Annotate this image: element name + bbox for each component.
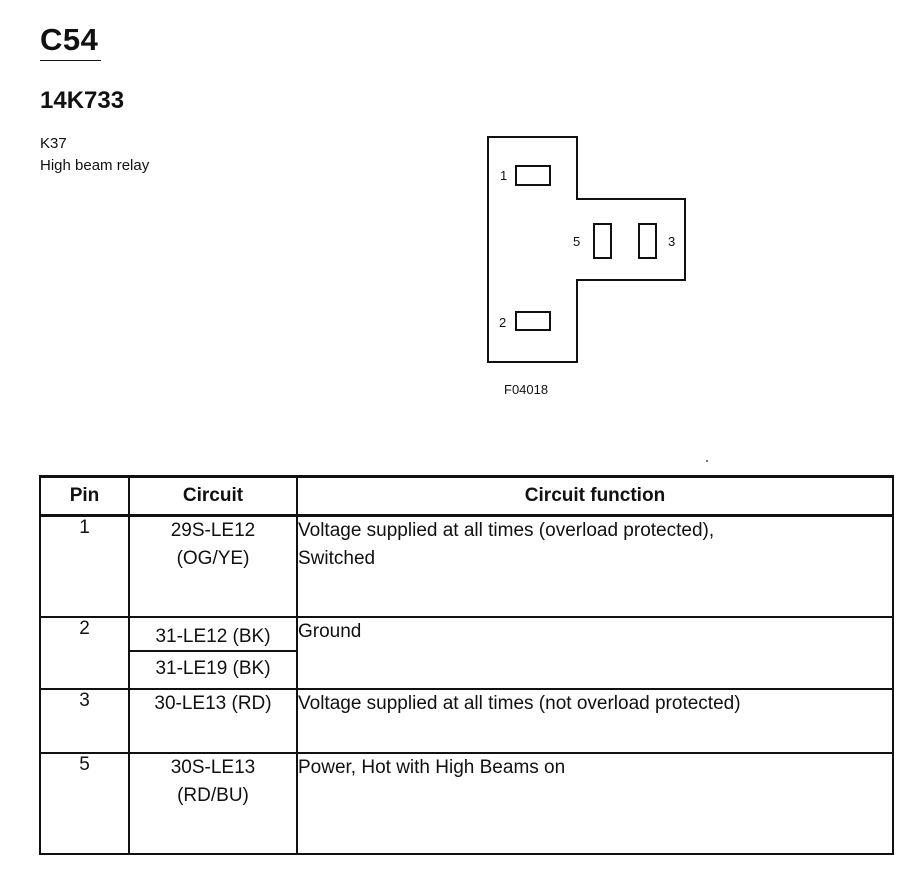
table-row: 5 30S-LE13 (RD/BU) Power, Hot with High … [39,752,894,855]
pin-3-terminal [638,223,657,259]
connector-title: C54 [40,22,99,57]
function-cell: Ground [296,616,894,690]
part-number: 14K733 [40,87,125,114]
title-underline [40,60,101,61]
circuit-line: 30-LE13 (RD) [154,693,272,714]
header-circuit: Circuit [128,475,298,517]
pin-2-terminal [515,311,551,331]
table-row: 3 30-LE13 (RD) Voltage supplied at all t… [39,688,894,754]
circuit-cell: 31-LE12 (BK) 31-LE19 (BK) [128,616,298,690]
circuit-line: (OG/YE) [176,548,250,569]
circuit-line: (RD/BU) [177,785,249,806]
circuit-cell: 30-LE13 (RD) [128,688,298,754]
component-id: K37 [40,135,67,152]
function-cell: Voltage supplied at all times (not overl… [296,688,894,754]
header-circuit-function: Circuit function [296,475,894,517]
header-pin: Pin [39,475,130,517]
pin-cell: 1 [39,514,130,618]
function-cell: Voltage supplied at all times (overload … [296,514,894,618]
table-header-row: Pin Circuit Circuit function [39,475,894,517]
pin-cell: 5 [39,752,130,855]
function-line: Voltage supplied at all times (overload … [298,520,715,541]
table-row: 2 31-LE12 (BK) 31-LE19 (BK) Ground [39,616,894,690]
circuit-cell: 30S-LE13 (RD/BU) [128,752,298,855]
pin-5-terminal [593,223,612,259]
function-line: Power, Hot with High Beams on [298,757,566,778]
circuit-line: 31-LE12 (BK) [130,618,296,652]
circuit-cell: 29S-LE12 (OG/YE) [128,514,298,618]
circuit-line: 30S-LE13 [170,757,256,778]
figure-id: F04018 [504,382,548,397]
circuit-line: 31-LE19 (BK) [155,658,271,679]
circuit-line: 29S-LE12 [170,520,256,541]
function-line: Voltage supplied at all times (not overl… [298,693,741,714]
pinout-table: Pin Circuit Circuit function 1 29S-LE12 … [39,475,894,855]
component-name: High beam relay [40,157,150,174]
connector-outline [487,136,686,363]
pin-5-label: 5 [573,234,580,249]
table-row: 1 29S-LE12 (OG/YE) Voltage supplied at a… [39,514,894,618]
connector-face-diagram: 1 5 3 2 F04018 [487,136,686,397]
function-line: Ground [298,621,362,642]
pin-cell: 3 [39,688,130,754]
pin-2-label: 2 [499,315,506,330]
pin-cell: 2 [39,616,130,690]
function-line: Switched [298,548,376,569]
pin-1-terminal [515,165,551,186]
pin-3-label: 3 [668,234,675,249]
function-cell: Power, Hot with High Beams on [296,752,894,855]
pin-1-label: 1 [500,168,507,183]
scan-speck [706,460,708,462]
